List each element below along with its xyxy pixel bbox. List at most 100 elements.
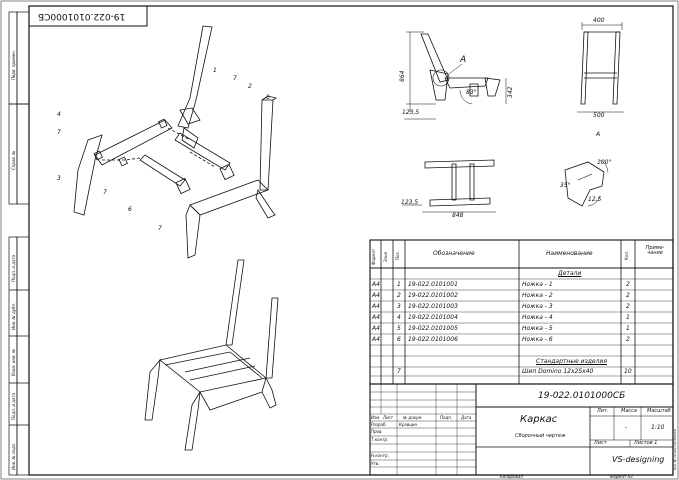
callout-7a: 7 bbox=[233, 75, 237, 82]
stamp-inv-podl: Инв. № подл. bbox=[11, 442, 16, 470]
callout-7b: 7 bbox=[57, 129, 61, 136]
detail-dim-12-5: 12,5 bbox=[588, 196, 602, 203]
footer-format: Формат A3 bbox=[610, 474, 633, 479]
callout-6b: 6 bbox=[128, 206, 132, 213]
detail-dim-35: 35° bbox=[560, 182, 571, 189]
developer-name: Кравцин bbox=[399, 422, 418, 427]
dim-view-a: A bbox=[460, 55, 467, 65]
row-pos: 5 bbox=[397, 325, 401, 332]
row-format: A4 bbox=[372, 292, 380, 299]
code-stamp-box bbox=[28, 5, 148, 27]
row-qty: 1 bbox=[626, 325, 630, 332]
row-qty: 2 bbox=[626, 281, 630, 288]
sheets-label: Листов 1 bbox=[634, 440, 658, 446]
footer-side: Инв. № 19-022.0101000СБ bbox=[673, 428, 677, 470]
code-stamp: 19-022.0101000СБ bbox=[38, 11, 126, 21]
row-designation: 19-022.0101003 bbox=[408, 303, 458, 310]
tb-date: Дата bbox=[461, 415, 472, 420]
side-view bbox=[404, 31, 507, 120]
tb-doc: № докум. bbox=[403, 415, 423, 420]
title-name: Каркас bbox=[520, 414, 558, 425]
tb-sign: Подп. bbox=[440, 415, 453, 420]
detail-view bbox=[564, 159, 609, 207]
stamp-podp-data-1: Подп. и дата bbox=[11, 254, 16, 282]
row-pos: 3 bbox=[397, 303, 401, 310]
row-format: A4 bbox=[372, 303, 380, 310]
company-name: VS-designing bbox=[612, 455, 665, 464]
role-tkontr: Т.контр. bbox=[371, 437, 389, 442]
footer-copy: Копировал bbox=[500, 474, 523, 479]
row-qty: 2 bbox=[626, 292, 630, 299]
role-nkontr: Н.контр. bbox=[371, 453, 389, 458]
section-label-a: А bbox=[596, 131, 601, 138]
dim-848: 848 bbox=[452, 212, 464, 219]
callout-1: 1 bbox=[213, 67, 217, 74]
row-format: A4 bbox=[372, 325, 380, 332]
row-qty: 2 bbox=[626, 336, 630, 343]
exploded-view bbox=[73, 25, 277, 259]
section-details: Детали bbox=[558, 270, 582, 277]
dim-500: 500 bbox=[593, 112, 605, 119]
row-designation: 19-022.0101004 bbox=[408, 314, 458, 321]
title-subtitle: Сборочный чертеж bbox=[515, 433, 566, 439]
row-pos: 7 bbox=[397, 368, 401, 375]
row-name: Ножка - 4 bbox=[522, 314, 553, 321]
stamp-podp-data-2: Подп. и дата bbox=[11, 392, 16, 420]
callout-6a: 6 bbox=[266, 94, 270, 101]
hdr-format: Формат bbox=[371, 248, 376, 265]
dim-83: 83° bbox=[466, 89, 477, 96]
dim-400: 400 bbox=[593, 17, 605, 24]
assembled-view bbox=[144, 259, 279, 451]
row-format: A4 bbox=[372, 314, 380, 321]
hdr-qty: Кол. bbox=[624, 250, 629, 260]
dim-864: 864 bbox=[399, 70, 406, 82]
row-pos: 2 bbox=[397, 292, 401, 299]
section-standard: Стандартные изделия bbox=[536, 358, 607, 365]
row-format: A4 bbox=[372, 281, 380, 288]
hdr-mass: Масса bbox=[621, 408, 637, 414]
dim-123-5-top: 123,5 bbox=[402, 109, 420, 116]
mass-value: - bbox=[625, 424, 628, 431]
row-designation: 19-022.0101001 bbox=[408, 281, 458, 288]
stamp-perv-primen: Перв. примен. bbox=[11, 49, 16, 80]
hdr-scale: Масштаб bbox=[647, 408, 671, 414]
row-name: Ножка - 6 bbox=[522, 336, 553, 343]
row-qty: 2 bbox=[626, 303, 630, 310]
hdr-zone: Зона bbox=[383, 251, 388, 262]
role-utv: Утв. bbox=[371, 461, 380, 466]
role-razrab: Разраб. bbox=[371, 422, 387, 427]
stamp-inv-dubl: Инв. № дубл. bbox=[11, 302, 16, 330]
row-designation: 19-022.0101006 bbox=[408, 336, 458, 343]
scale-value: 1:10 bbox=[651, 424, 665, 431]
dim-123-5-bottom: 123,5 bbox=[401, 199, 419, 206]
row-designation: 19-022.0101002 bbox=[408, 292, 458, 299]
front-view bbox=[577, 22, 624, 113]
hdr-name: Наименование bbox=[546, 250, 593, 257]
tb-list: Лист bbox=[383, 415, 394, 420]
spec-table-grid bbox=[369, 239, 674, 385]
callout-3: 3 bbox=[57, 175, 61, 182]
sheet-label: Лист bbox=[594, 440, 607, 446]
top-view bbox=[402, 159, 496, 213]
hdr-lit: Лит. bbox=[597, 408, 609, 414]
stamp-sprav: Справ. № bbox=[11, 150, 16, 170]
dim-342: 342 bbox=[507, 86, 514, 98]
hdr-pos: Поз. bbox=[395, 251, 400, 260]
stamp-vzam-inv: Взам. инв. № bbox=[11, 348, 16, 376]
title-designation: 19-022.0101000СБ bbox=[538, 391, 626, 401]
row-pos: 6 bbox=[397, 336, 401, 343]
detail-angle-100: 100° bbox=[597, 159, 612, 166]
callout-4: 4 bbox=[57, 111, 61, 118]
row-name: Ножка - 1 bbox=[522, 281, 553, 288]
hdr-designation: Обозначение bbox=[433, 250, 475, 257]
role-prov: Пров. bbox=[371, 429, 383, 434]
row-name: Ножка - 5 bbox=[522, 325, 553, 332]
row-format: A4 bbox=[372, 336, 380, 343]
row-name: Ножка - 3 bbox=[522, 303, 553, 310]
row-designation: 19-022.0101005 bbox=[408, 325, 458, 332]
row-qty: 10 bbox=[624, 368, 632, 375]
tb-izm: Изм. bbox=[371, 415, 381, 420]
row-pos: 4 bbox=[397, 314, 401, 321]
